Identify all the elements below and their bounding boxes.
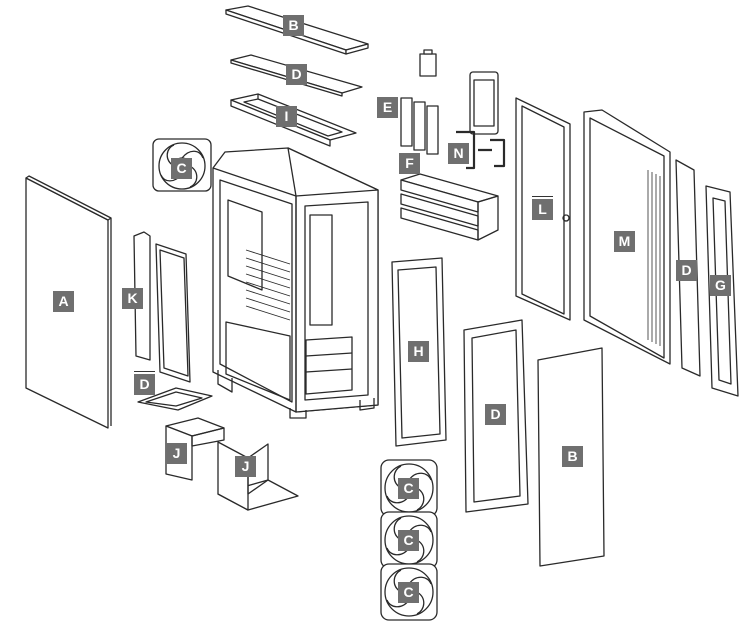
callout-ssd-trays: E	[377, 97, 398, 118]
callout-hdd-cage: F	[399, 153, 420, 174]
callout-psu-shroud-left: J	[166, 443, 187, 464]
callout-front-filter: D	[485, 404, 506, 425]
callout-gpu-bracket: N	[448, 143, 469, 164]
callout-front-panel: B	[562, 446, 583, 467]
cable-cover-part	[133, 231, 191, 383]
callout-psu-filter: D	[134, 374, 155, 395]
callout-front-fan-3: C	[398, 582, 419, 603]
callout-top-filter: D	[286, 64, 307, 85]
callout-right-panel: M	[614, 231, 635, 252]
gpu-bracket-part	[456, 71, 506, 170]
hdd-cage-part	[400, 173, 499, 241]
psu-filter-part	[137, 387, 213, 411]
callout-side-filter: D	[676, 260, 697, 281]
callout-front-fan-1: C	[398, 478, 419, 499]
callout-psu-shroud-right: J	[235, 456, 256, 477]
callout-left-glass-bar	[532, 196, 553, 197]
callout-side-frame: G	[710, 275, 731, 296]
callout-front-fan-mount: H	[408, 341, 429, 362]
callout-front-fan-2: C	[398, 530, 419, 551]
ssd-trays-part	[400, 49, 439, 155]
callout-psu-filter-bar	[134, 371, 155, 372]
callout-top-bracket: I	[276, 106, 297, 127]
callout-left-glass: L	[532, 199, 553, 220]
callout-cable-cover: K	[122, 288, 143, 309]
callout-top-panel: B	[283, 15, 304, 36]
psu-shroud-right-part	[217, 441, 299, 511]
callout-left-glass-panel: A	[53, 291, 74, 312]
callout-rear-fan: C	[171, 158, 192, 179]
chassis-part	[212, 147, 379, 419]
